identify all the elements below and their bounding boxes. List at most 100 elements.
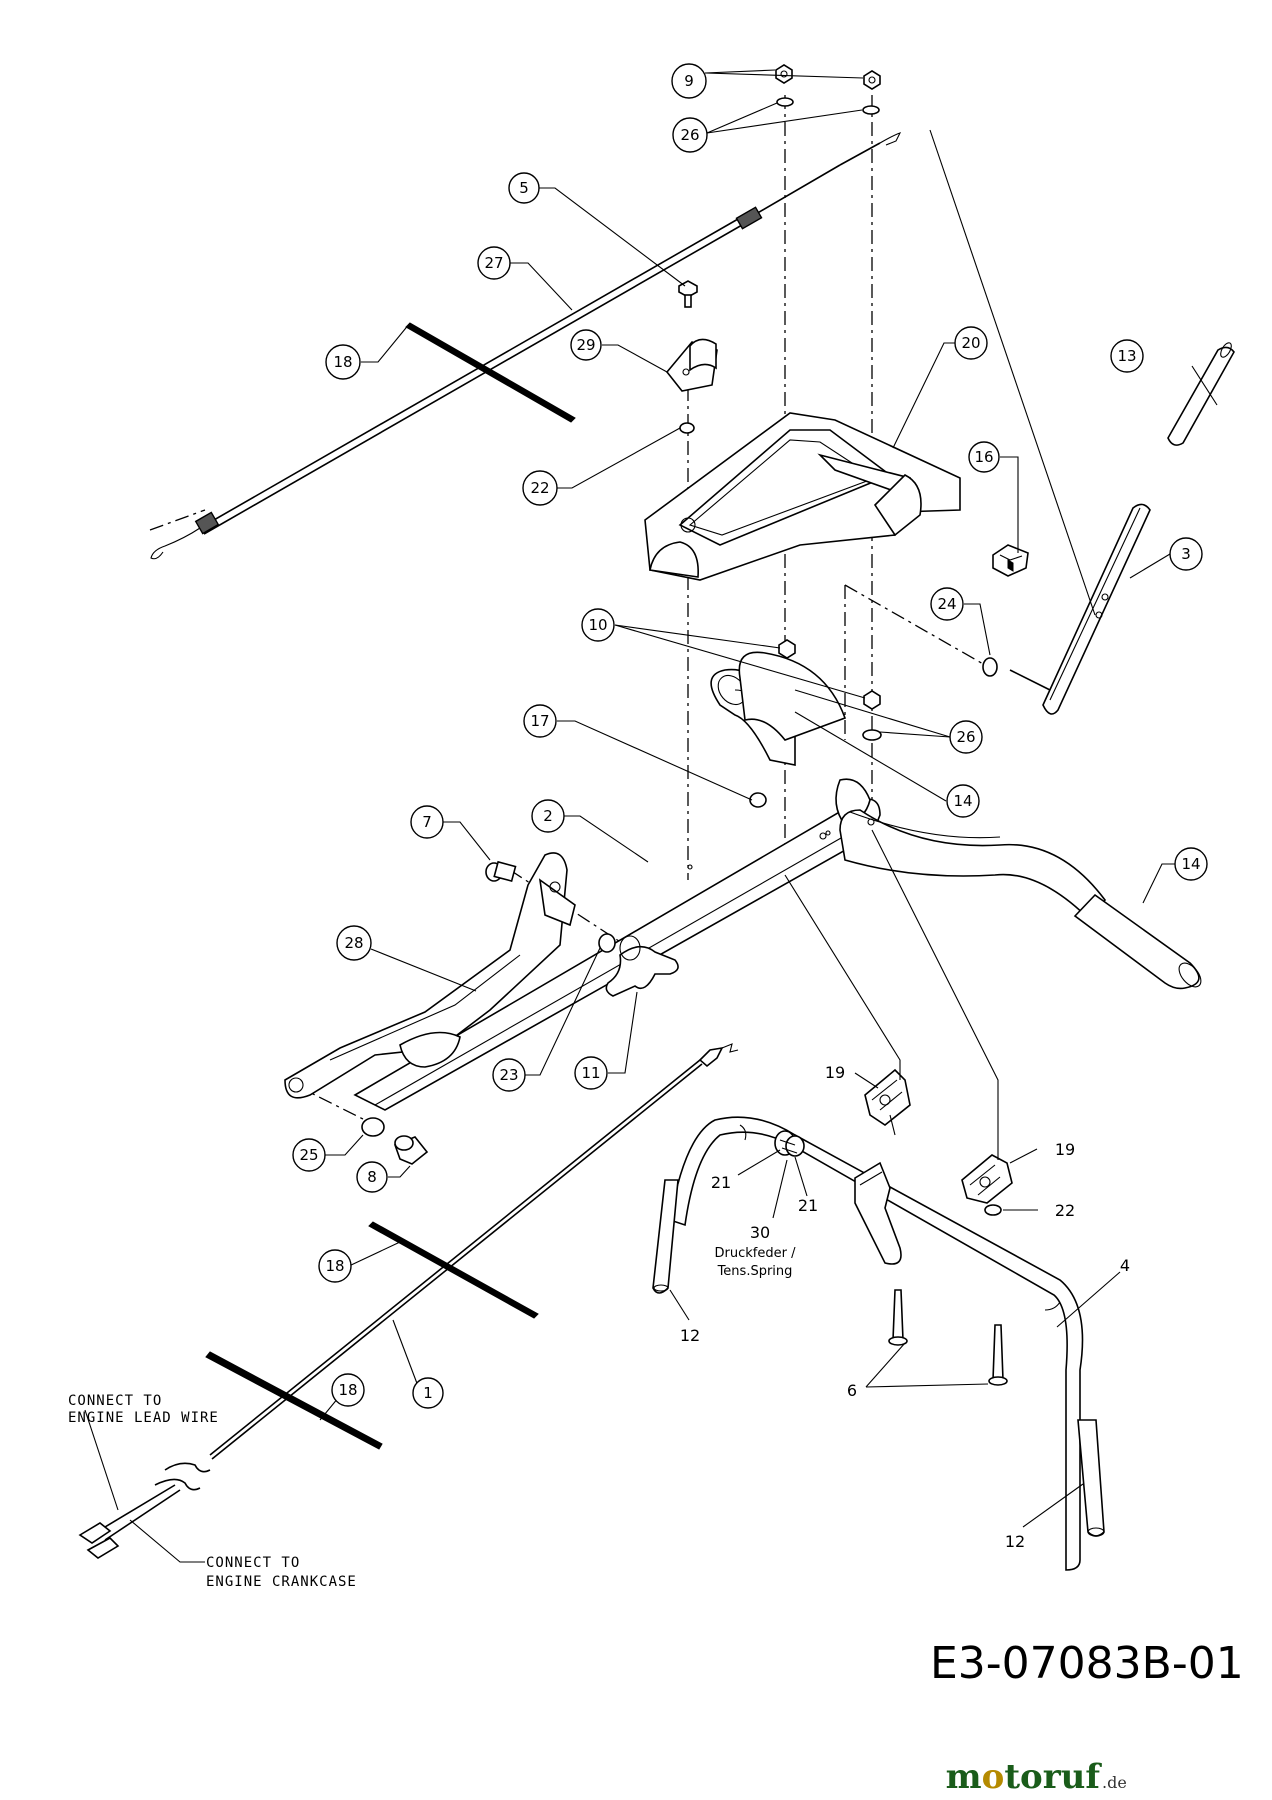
callout-11: 11: [574, 1056, 608, 1090]
callout-18-top: 18: [325, 344, 361, 380]
stop-wire-1: [78, 1043, 739, 1559]
callout-20: 20: [954, 326, 988, 360]
label-19-upper: 19: [825, 1063, 845, 1082]
svg-text:27: 27: [484, 254, 503, 272]
svg-text:23: 23: [499, 1066, 518, 1084]
svg-text:9: 9: [684, 72, 694, 90]
handle-knob-11: [605, 935, 679, 997]
callout-1: 1: [412, 1377, 444, 1409]
callout-26-top: 26: [672, 117, 708, 153]
handle-grip-13: [1167, 342, 1235, 446]
label-6: 6: [847, 1381, 857, 1400]
callout-9: 9: [671, 63, 707, 99]
nut-9-pair: [775, 64, 881, 90]
svg-text:24: 24: [937, 595, 956, 613]
label-19-lower: 19: [1055, 1140, 1075, 1159]
cable-tie-18-top: [405, 322, 576, 423]
callout-18-lower: 18: [331, 1373, 365, 1407]
svg-text:26: 26: [956, 728, 975, 746]
control-bail-4: [652, 1116, 1105, 1571]
cable-tie-18-middle: [368, 1221, 539, 1319]
washer-23: [598, 933, 616, 953]
callout-14-left: 14: [946, 784, 980, 818]
engagement-lever: [854, 1161, 902, 1265]
lever-3: [929, 129, 1151, 715]
bolt-8: [393, 1135, 429, 1165]
svg-text:8: 8: [367, 1168, 377, 1186]
nuts-10: [778, 639, 881, 710]
svg-text:17: 17: [530, 712, 549, 730]
upper-handle-14-right: [839, 809, 1202, 990]
washer-25: [361, 1117, 385, 1137]
label-12-right: 12: [1005, 1532, 1025, 1551]
callout-25: 25: [292, 1138, 326, 1172]
callout-28: 28: [336, 925, 372, 961]
svg-text:25: 25: [299, 1146, 318, 1164]
callout-22-top: 22: [522, 470, 558, 506]
bushing-17: [749, 792, 767, 808]
bracket-29: [665, 338, 718, 392]
svg-text:14: 14: [953, 792, 972, 810]
svg-text:1: 1: [423, 1384, 433, 1402]
svg-text:28: 28: [344, 934, 363, 952]
frame-bracket-28: [284, 852, 576, 1099]
callout-3: 3: [1169, 537, 1203, 571]
svg-text:18: 18: [333, 353, 352, 371]
callout-17: 17: [523, 704, 557, 738]
svg-text:motoruf: motoruf: [946, 1757, 1103, 1797]
svg-text:5: 5: [519, 179, 529, 197]
washer-24: [982, 657, 998, 677]
bolt-7: [485, 860, 517, 883]
svg-text:20: 20: [961, 334, 980, 352]
note-lead-wire-line2: ENGINE LEAD WIRE: [68, 1410, 219, 1426]
label-12-left: 12: [680, 1326, 700, 1345]
callout-7: 7: [410, 805, 444, 839]
label-22-lower: 22: [1055, 1201, 1075, 1220]
diagram-code: E3-07083B-01: [930, 1638, 1244, 1689]
label-spring-line1: Druckfeder /: [715, 1246, 797, 1261]
svg-text:13: 13: [1117, 347, 1136, 365]
svg-text:22: 22: [530, 479, 549, 497]
washer-22-lower: [984, 1204, 1002, 1216]
callout-29: 29: [570, 329, 602, 361]
svg-text:7: 7: [422, 813, 432, 831]
note-crankcase-line1: CONNECT TO: [206, 1555, 300, 1571]
svg-text:26: 26: [680, 126, 699, 144]
svg-text:14: 14: [1181, 855, 1200, 873]
callout-8: 8: [356, 1161, 388, 1193]
console-cover-20: [644, 412, 961, 581]
leader-lines: [84, 69, 1218, 1563]
callout-5: 5: [508, 172, 540, 204]
svg-text:11: 11: [581, 1064, 600, 1082]
svg-text:.de: .de: [1102, 1773, 1127, 1792]
svg-text:10: 10: [588, 616, 607, 634]
note-lead-wire-line1: CONNECT TO: [68, 1393, 162, 1409]
callout-24: 24: [930, 587, 964, 621]
callout-10: 10: [581, 608, 615, 642]
callout-23: 23: [492, 1058, 526, 1092]
svg-text:3: 3: [1181, 545, 1191, 563]
label-21-right: 21: [798, 1196, 818, 1215]
washer-26-pair: [776, 97, 880, 115]
svg-text:2: 2: [543, 807, 553, 825]
callout-18-middle: 18: [318, 1249, 352, 1283]
svg-text:18: 18: [338, 1381, 357, 1399]
cable-tie-18-lower: [205, 1351, 383, 1450]
control-cable-27: [150, 132, 902, 560]
upper-handle-14-left: [710, 651, 847, 766]
callout-16: 16: [968, 441, 1000, 473]
screw-5: [678, 280, 698, 308]
callout-27: 27: [477, 246, 511, 280]
label-4: 4: [1120, 1256, 1130, 1275]
pin-6-left: [888, 1289, 908, 1346]
label-21-left: 21: [711, 1173, 731, 1192]
note-crankcase-line2: ENGINE CRANKCASE: [206, 1574, 357, 1590]
watermark-logo: motoruf .de: [946, 1757, 1127, 1797]
label-30: 30: [750, 1223, 770, 1242]
svg-text:29: 29: [576, 336, 595, 354]
switch-19-upper: [864, 1068, 911, 1136]
pin-6-right: [988, 1324, 1008, 1386]
callout-13: 13: [1110, 339, 1144, 373]
label-spring-line2: Tens.Spring: [717, 1264, 793, 1279]
